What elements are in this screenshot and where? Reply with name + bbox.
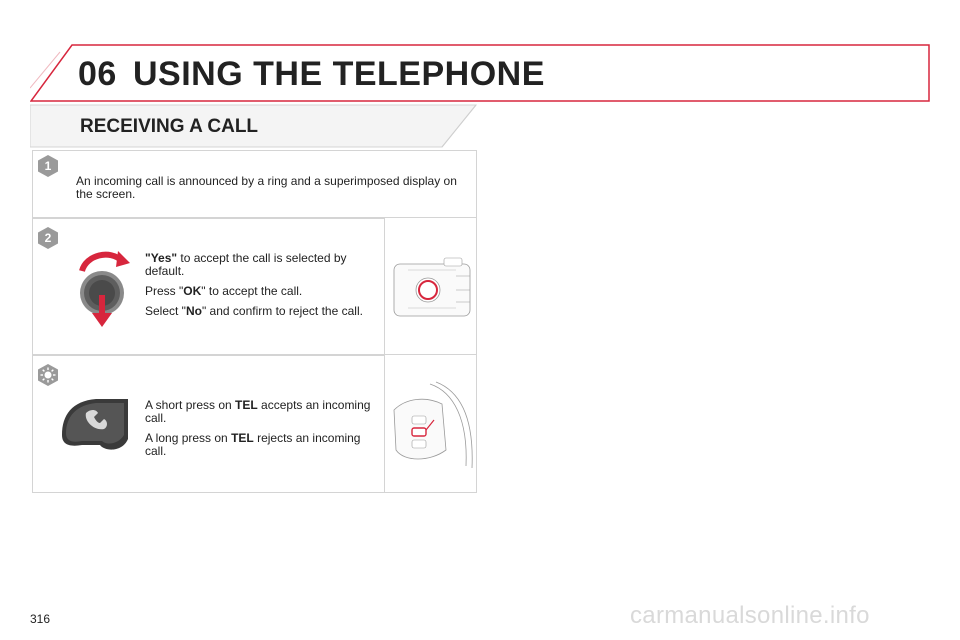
steering-wheel-illustration [393,381,473,469]
step-1-panel [32,150,477,218]
step-1-badge: 1 [38,155,58,177]
tel-button-icon [62,399,128,450]
page-number: 316 [30,612,51,626]
step-2-text: "Yes" to accept the call is selected by … [145,252,375,325]
watermark: carmanualsonline.info [630,602,870,629]
step-1-description: An incoming call is announced by a ring … [76,174,457,201]
step-2-line-1: "Yes" to accept the call is selected by … [145,251,347,278]
tip-line-2: A long press on TEL rejects an incoming … [145,431,361,458]
chapter-number: 06 [78,55,117,93]
section-title: RECEIVING A CALL [80,116,259,137]
step-2-badge-label: 2 [45,231,52,245]
sun-icon [38,364,58,386]
tip-line-1: A short press on TEL accepts an incoming… [145,398,371,425]
step-1-text: An incoming call is announced by a ring … [76,175,471,201]
chapter-title: USING THE TELEPHONE [133,55,545,93]
rotary-knob-icon [79,251,130,327]
control-panel-illustration [393,257,471,317]
step-1-badge-label: 1 [45,159,52,173]
chapter-banner [30,44,930,102]
section-banner [30,104,478,148]
step-2-line-2: Press "OK" to accept the call. [145,284,303,298]
tip-text: A short press on TEL accepts an incoming… [145,399,380,465]
step-2-line-3: Select "No" and confirm to reject the ca… [145,304,363,318]
step-2-badge: 2 [38,227,58,249]
